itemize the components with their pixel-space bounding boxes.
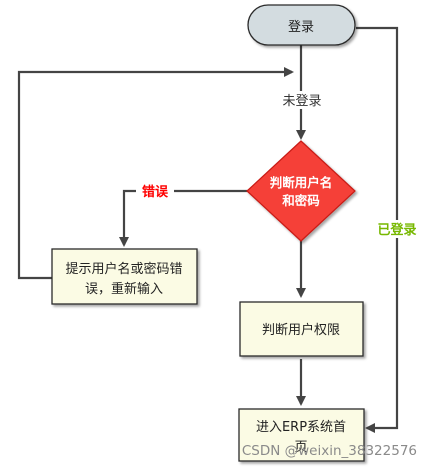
edge-label-logged-in: 已登录: [377, 222, 416, 238]
permission-node: [239, 301, 364, 357]
start-node: [247, 4, 356, 46]
decision-label-line2: 和密码: [281, 193, 320, 208]
error-label-line2: 误，重新输入: [85, 281, 163, 297]
enter-node: [238, 408, 365, 462]
edge-decision-to-error: [119, 189, 248, 247]
edge-label-error: 错误: [142, 184, 169, 200]
decision-label-line1: 判断用户名: [270, 175, 333, 190]
enter-label-line1: 进入ERP系统首: [256, 420, 346, 435]
edge-label-not-logged-in: 未登录: [282, 94, 321, 109]
start-label: 登录: [288, 20, 314, 35]
error-label-line1: 提示用户名或密码错: [65, 261, 182, 277]
decision-node: [246, 140, 356, 242]
watermark: CSDN @weixin_38322576: [242, 443, 417, 459]
enter-label-line2: 页: [294, 440, 307, 455]
edge-error-loop-back: [17, 67, 294, 280]
error-node: [51, 248, 198, 305]
permission-label: 判断用户权限: [262, 322, 340, 338]
